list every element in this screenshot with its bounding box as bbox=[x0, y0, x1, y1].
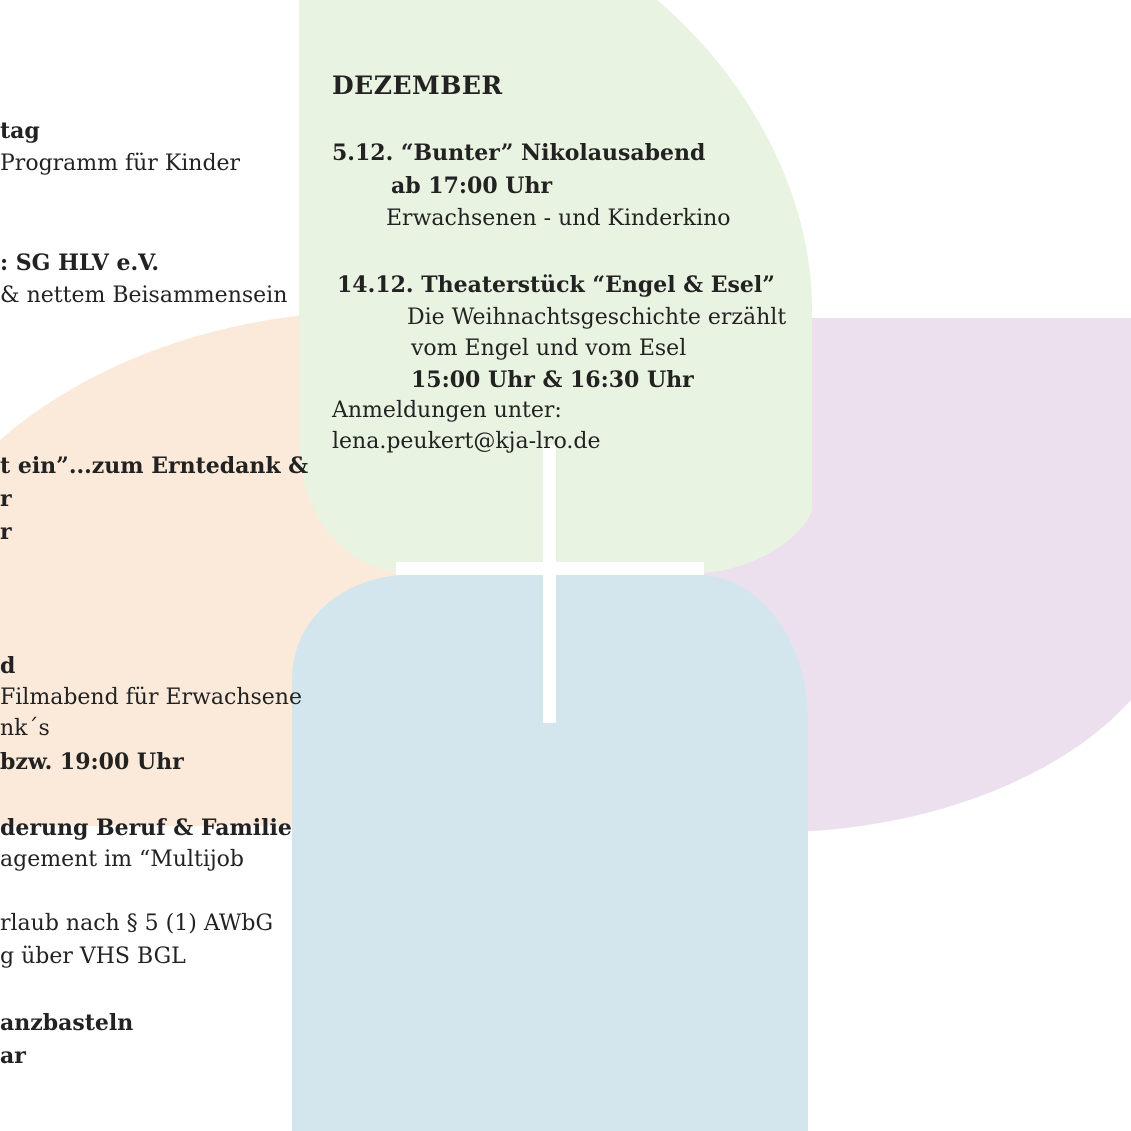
december-heading: DEZEMBER bbox=[332, 71, 503, 100]
registration-email[interactable]: lena.peukert@kja-lro.de bbox=[332, 429, 601, 454]
left-line-5: t ein”...zum Erntedank & bbox=[0, 453, 309, 479]
left-line-16: anzbasteln bbox=[0, 1010, 134, 1036]
left-line-2: Programm für Kinder bbox=[0, 151, 241, 176]
left-line-17: ar bbox=[0, 1043, 26, 1069]
left-line-6: r bbox=[0, 486, 12, 512]
left-line-9: Filmabend für Erwachsene bbox=[0, 685, 302, 710]
event2-description-line2: vom Engel und vom Esel bbox=[411, 336, 687, 361]
left-line-3: : SG HLV e.V. bbox=[0, 250, 160, 276]
left-line-10: nk´s bbox=[0, 716, 50, 741]
left-line-14: rlaub nach § 5 (1) AWbG bbox=[0, 911, 274, 936]
left-line-11: bzw. 19:00 Uhr bbox=[0, 749, 184, 775]
event1-time: ab 17:00 Uhr bbox=[391, 173, 553, 199]
left-line-12: derung Beruf & Familie bbox=[0, 815, 292, 841]
left-line-15: g über VHS BGL bbox=[0, 944, 186, 969]
left-line-4: & nettem Beisammensein bbox=[0, 283, 288, 308]
green-petal bbox=[299, 0, 812, 573]
blue-petal bbox=[292, 575, 808, 1131]
event1-title: 5.12. “Bunter” Nikolausabend bbox=[332, 140, 706, 166]
event1-description: Erwachsenen - und Kinderkino bbox=[386, 206, 731, 231]
event2-title: 14.12. Theaterstück “Engel & Esel” bbox=[337, 272, 775, 298]
cross-vertical-bar bbox=[543, 445, 556, 723]
left-line-7: r bbox=[0, 519, 12, 545]
event2-time: 15:00 Uhr & 16:30 Uhr bbox=[411, 367, 694, 393]
left-line-8: d bbox=[0, 653, 16, 679]
left-line-13: agement im “Multijob bbox=[0, 847, 244, 872]
event2-description-line1: Die Weihnachtsgeschichte erzählt bbox=[407, 305, 787, 330]
left-line-1: tag bbox=[0, 118, 40, 144]
registration-label: Anmeldungen unter: bbox=[332, 398, 562, 423]
